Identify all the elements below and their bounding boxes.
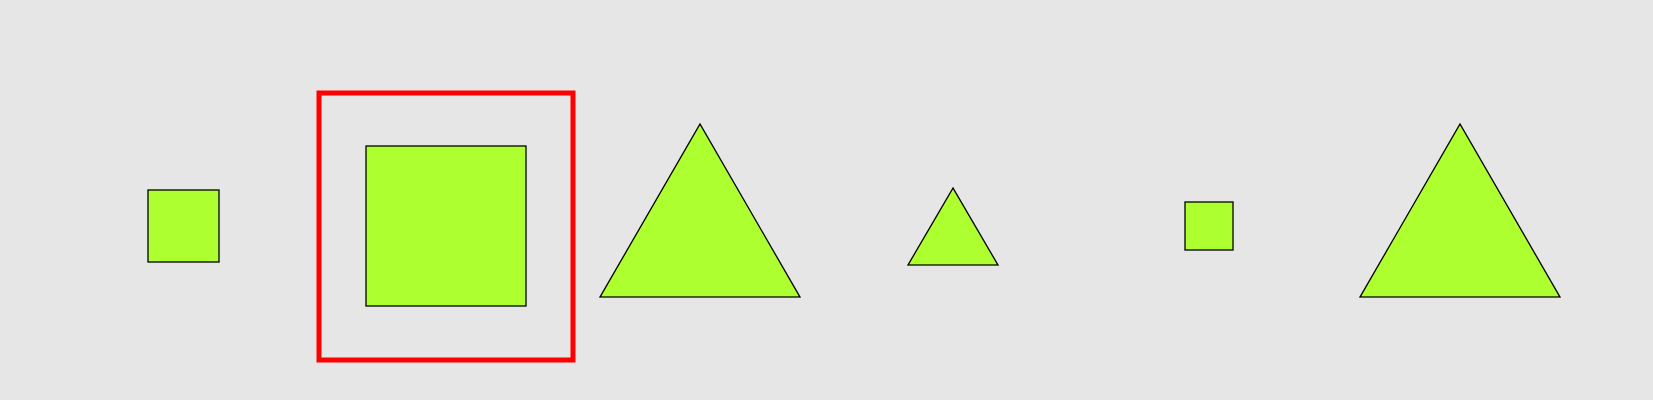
square-shape-2[interactable] [365,145,527,307]
selection-highlight [316,90,576,363]
square-shape-1[interactable] [147,189,220,263]
triangle-shape-4[interactable] [906,186,1000,266]
triangle-shape-3[interactable] [598,122,802,298]
triangle-shape-6[interactable] [1358,122,1562,298]
square-shape-5[interactable] [1184,201,1234,251]
